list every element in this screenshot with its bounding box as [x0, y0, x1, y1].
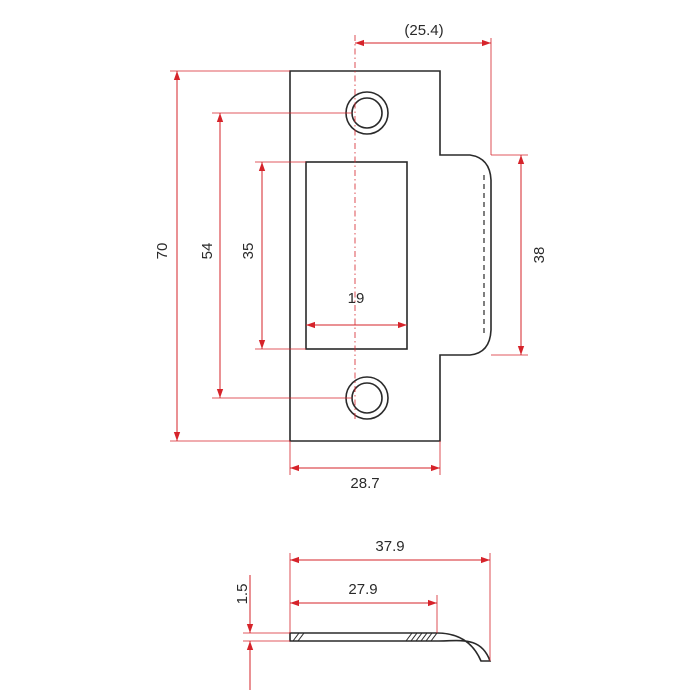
side-profile — [289, 632, 492, 662]
side-extension-lines — [243, 553, 491, 661]
bottom-screw-hole — [345, 376, 389, 420]
dim-side-flat-length: 27.9 — [348, 581, 377, 598]
plate-outline — [289, 70, 492, 442]
top-screw-hole — [345, 91, 389, 135]
dim-plate-width: 28.7 — [350, 475, 379, 492]
strike-opening — [305, 161, 408, 350]
dim-thickness: 1.5 — [234, 584, 251, 605]
dim-overall-height: 70 — [154, 243, 171, 260]
dim-hole-centers: 54 — [199, 243, 216, 260]
dim-opening-width: 19 — [348, 290, 365, 307]
dim-lip-height: 38 — [531, 247, 548, 264]
dim-side-total-length: 37.9 — [375, 538, 404, 555]
dim-opening-height: 35 — [240, 243, 257, 260]
dim-hole-to-lip: (25.4) — [404, 22, 443, 39]
